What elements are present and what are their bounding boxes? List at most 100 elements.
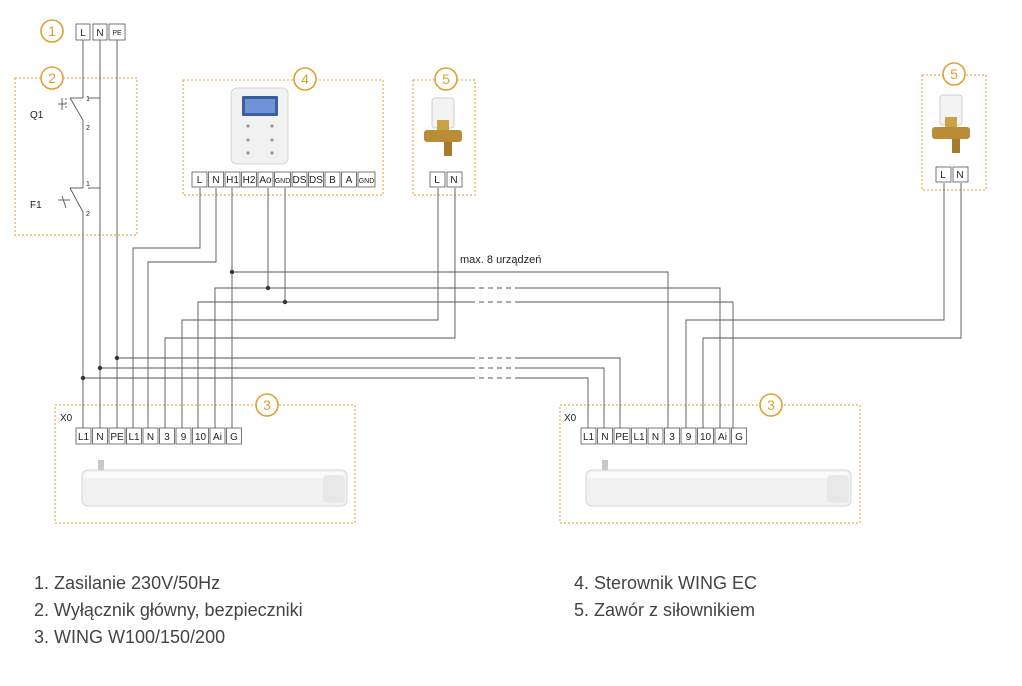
unit-right-terminal-label: 3 [669, 432, 675, 443]
controller-terminal-box [191, 171, 208, 188]
air-curtain-unit-right [585, 460, 852, 507]
legend-item-2: 2. Wyłącznik główny, bezpieczniki [34, 600, 303, 620]
unit-right-terminal-label: L1 [633, 432, 645, 443]
controller-terminal-box [308, 171, 324, 188]
unit-right-terminal-box [647, 427, 664, 445]
marker-4: 4 [293, 67, 317, 91]
switch-group-frame [14, 77, 138, 236]
valve-right-device [932, 94, 970, 153]
unit-left-terminal-box [92, 427, 108, 445]
controller-device [230, 87, 289, 165]
controller-terminal-label: Ao [259, 175, 272, 186]
unit-right-terminal-box [697, 427, 714, 445]
wires [58, 40, 962, 428]
controller-group-frame [182, 79, 384, 196]
valve-left-group-frame [412, 79, 476, 196]
unit-right-terminal-label: 10 [700, 432, 712, 443]
svg-text:5: 5 [950, 66, 958, 82]
unit-right-terminal-box [613, 427, 631, 445]
unit-left-terminal-box [126, 427, 142, 445]
supply-terminal-pe: PE [112, 30, 122, 37]
valve-right-terminal-box-n [952, 166, 969, 183]
valve-left-terminal-box-n [446, 171, 463, 188]
marker-3-left: 3 [255, 393, 279, 417]
unit-left-terminal-box [142, 427, 159, 445]
unit-right-terminal-box [714, 427, 731, 445]
unit-left-terminal-label: G [230, 432, 238, 443]
supply-terminal-n: N [96, 28, 103, 39]
controller-terminal-label: A [346, 175, 353, 186]
svg-text:3: 3 [263, 397, 271, 413]
max-devices-label: max. 8 urządzeń [460, 254, 541, 266]
air-curtain-unit-left [81, 460, 348, 507]
legend-left: 1. Zasilanie 230V/50Hz 2. Wyłącznik głów… [34, 570, 303, 651]
legend-item-5: 5. Zawór z siłownikiem [574, 600, 756, 620]
unit-left-terminal-box [209, 427, 226, 445]
controller-terminal-box [291, 171, 308, 188]
x0-label-right: X0 [564, 413, 577, 424]
valve-right-terminal-box-l [935, 166, 952, 183]
controller-terminal-box [357, 171, 376, 188]
unit-left-terminal-label: PE [110, 432, 124, 443]
controller-terminal-label: DS [309, 175, 323, 186]
controller-terminal-label: L [197, 175, 203, 186]
unit-left-terminal-label: 9 [181, 432, 187, 443]
unit-left-terminal-box [75, 427, 92, 445]
dashed-extension-lines [470, 287, 520, 379]
controller-terminal-box [257, 171, 274, 188]
controller-terminal-label: GND [359, 178, 375, 185]
controller-terminal-label: H1 [226, 175, 239, 186]
unit-right-terminal-box [664, 427, 680, 445]
unit-right-terminal-label: N [652, 432, 659, 443]
f1-pin-in: 1 [86, 181, 90, 188]
unit-right-terminal-label: L1 [583, 432, 595, 443]
unit-left-terminal-box [175, 427, 192, 445]
unit-right-terminal-box [597, 427, 613, 445]
marker-3-right: 3 [759, 393, 783, 417]
unit-left-terminal-box [226, 427, 242, 445]
q1-label: Q1 [30, 110, 44, 121]
unit-left-terminal-box [192, 427, 209, 445]
controller-terminal-box [274, 171, 291, 188]
unit-right-terminal-box [580, 427, 597, 445]
marker-5-left: 5 [434, 67, 458, 91]
valve-left-terminal-n: N [450, 175, 457, 186]
unit-left-terminal-label: L1 [128, 432, 140, 443]
legend-item-4: 4. Sterownik WING EC [574, 573, 758, 593]
supply-terminal-l: L [80, 28, 86, 39]
controller-terminal-label: H2 [243, 175, 256, 186]
svg-text:2: 2 [48, 70, 56, 86]
junction-dots [80, 269, 288, 381]
valve-right-terminal-n: N [956, 170, 963, 181]
valve-right-terminal-l: L [940, 170, 946, 181]
controller-terminal-label: B [329, 175, 336, 186]
unit-right-terminal-label: PE [615, 432, 629, 443]
legend-right: 4. Sterownik WING EC 5. Zawór z siłownik… [574, 570, 757, 624]
svg-text:5: 5 [442, 71, 450, 87]
unit-right-terminal-label: N [601, 432, 608, 443]
valve-left-terminal-box-l [429, 171, 446, 188]
valve-left-device [424, 97, 462, 156]
controller-terminal-box [208, 171, 224, 188]
unit-left-terminal-label: 10 [195, 432, 207, 443]
unit-right-terminal-label: 9 [686, 432, 692, 443]
controller-terminal-box [341, 171, 357, 188]
controller-terminal-label: DS [293, 175, 307, 186]
marker-5-right: 5 [942, 62, 966, 86]
unit-left-terminal-box [108, 427, 126, 445]
x0-label-left: X0 [60, 413, 73, 424]
unit-left-terminal-label: Ai [213, 432, 222, 443]
controller-terminal-label: GND [275, 178, 291, 185]
unit-left-terminal-label: N [96, 432, 103, 443]
q1-pin-in: 1 [86, 96, 90, 103]
svg-text:1: 1 [48, 23, 56, 39]
legend-item-3: 3. WING W100/150/200 [34, 627, 226, 647]
legend-item-1: 1. Zasilanie 230V/50Hz [34, 573, 221, 593]
controller-terminal-box [241, 171, 257, 188]
marker-2: 2 [40, 66, 64, 90]
unit-right-terminal-box [680, 427, 697, 445]
unit-left-terminal-box [159, 427, 175, 445]
